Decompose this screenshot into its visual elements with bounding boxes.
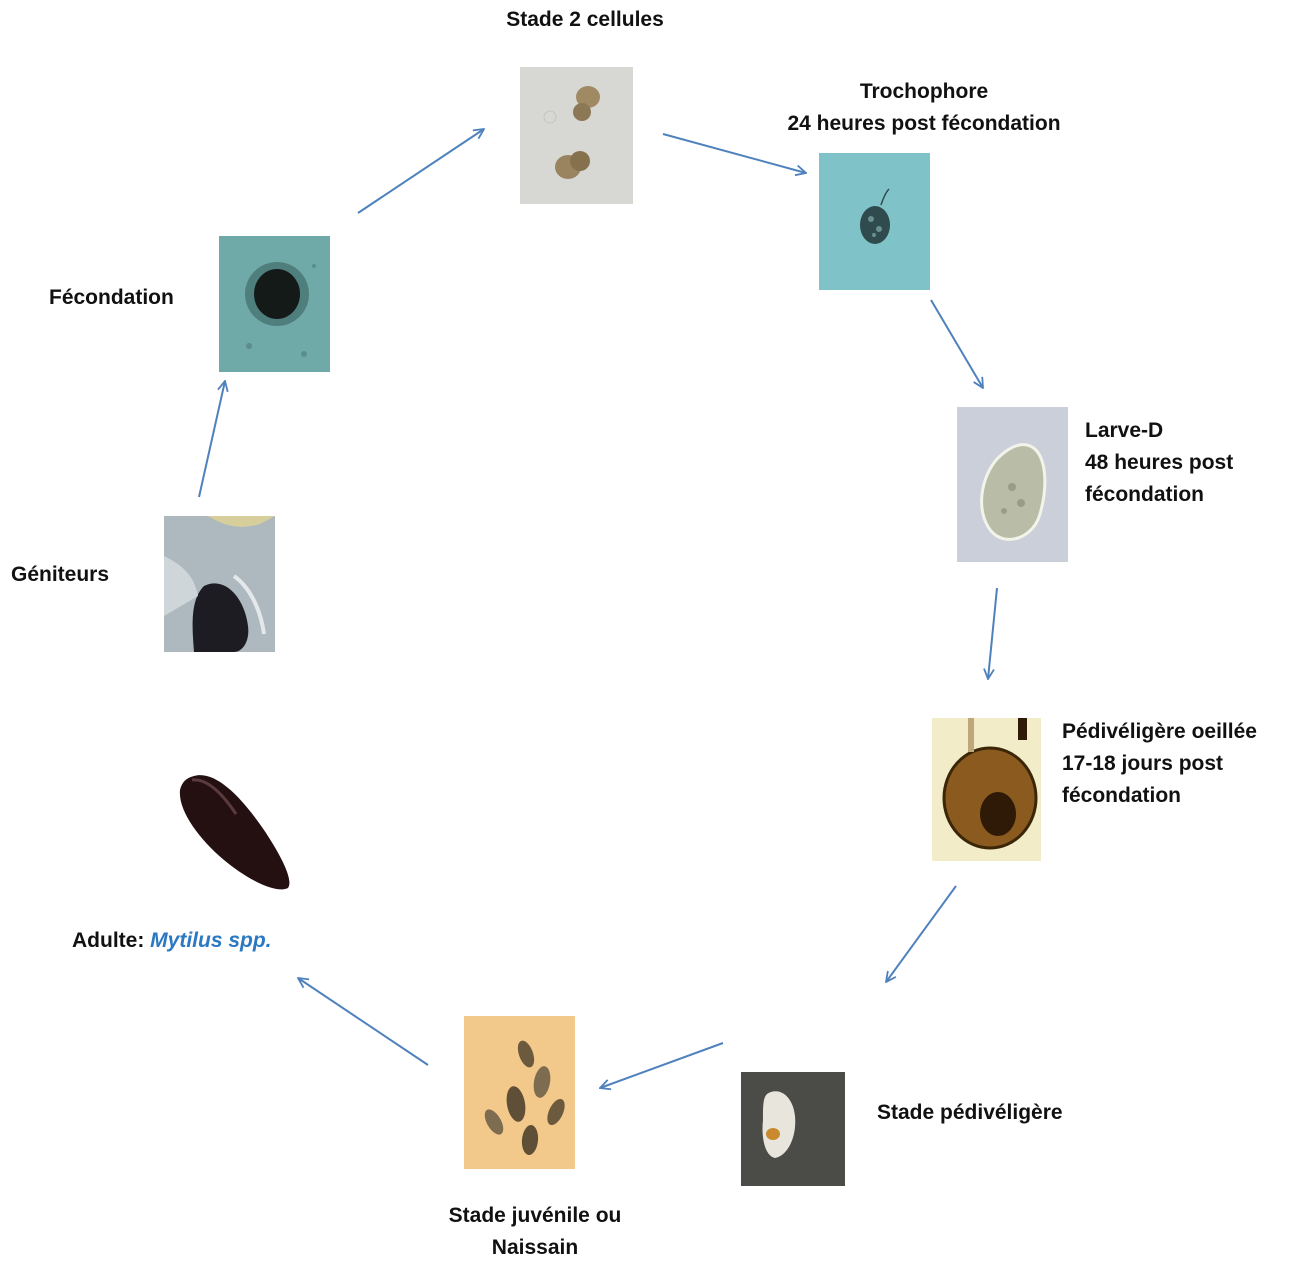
arrow-fecondation-to-two-cell (358, 129, 484, 213)
arrow-pediveligere-oeillee-to-pediveligere (886, 886, 956, 982)
adult-mussel-image (172, 770, 296, 894)
geniteurs-image (164, 516, 275, 652)
trochophore-image (819, 153, 930, 290)
arrow-pediveligere-to-juvenile (600, 1043, 723, 1088)
two-cell-stage-image (520, 67, 633, 204)
geniteurs-label: Géniteurs (11, 559, 161, 591)
pediveligere-oeillee-label: Pédivéligère oeillée 17-18 jours post fé… (1062, 716, 1297, 812)
arrow-trochophore-to-larve-d (931, 300, 983, 388)
adult-label: Adulte: Mytilus spp. (72, 925, 332, 957)
juvenile-image (464, 1016, 575, 1169)
larve-d-label: Larve-D 48 heures post fécondation (1085, 415, 1285, 511)
arrow-juvenile-to-adulte (298, 978, 428, 1065)
adult-prefix: Adulte: (72, 929, 144, 952)
pediveligere-oeillee-image (932, 718, 1041, 861)
juvenile-label: Stade juvénile ou Naissain (420, 1200, 650, 1264)
two-cell-stage-label: Stade 2 cellules (470, 4, 700, 36)
pediveligere-image (741, 1072, 845, 1186)
trochophore-label: Trochophore 24 heures post fécondation (754, 76, 1094, 140)
arrow-larve-d-to-pediveligere-oeillee (988, 588, 997, 679)
larve-d-image (957, 407, 1068, 562)
fecondation-image (219, 236, 330, 372)
species-name: Mytilus spp. (150, 929, 271, 952)
fecondation-label: Fécondation (49, 282, 209, 314)
pediveligere-label: Stade pédivéligère (877, 1097, 1107, 1129)
arrow-geniteurs-to-fecondation (199, 381, 225, 497)
